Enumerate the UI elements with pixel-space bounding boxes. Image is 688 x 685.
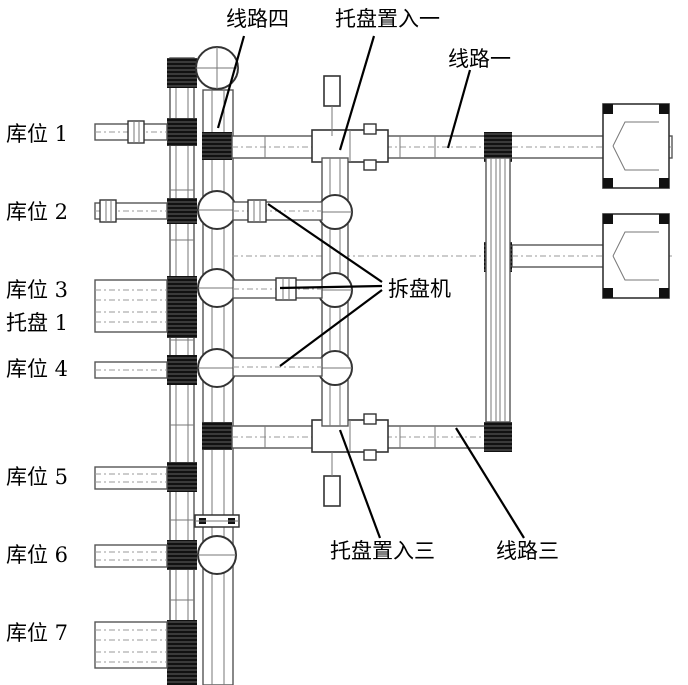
label-tray-1: 托盘 1 bbox=[6, 311, 68, 335]
slot-stubs bbox=[94, 120, 168, 669]
label-slot-3: 库位 3 bbox=[6, 278, 68, 302]
label-line1: 线路一 bbox=[448, 47, 511, 71]
right-vertical-conveyor bbox=[485, 157, 511, 423]
line1-conveyor bbox=[231, 103, 673, 189]
label-slot-5: 库位 5 bbox=[6, 465, 68, 489]
label-unstacker: 拆盘机 bbox=[388, 277, 451, 301]
drive-block bbox=[167, 540, 197, 570]
drive-block bbox=[167, 355, 197, 385]
callout-lines bbox=[216, 35, 525, 539]
line3-conveyor bbox=[231, 413, 512, 461]
drive-block bbox=[167, 118, 197, 146]
label-slot-6: 库位 6 bbox=[6, 543, 68, 567]
left-vertical-conveyor bbox=[167, 57, 197, 685]
label-slot-4: 库位 4 bbox=[6, 357, 68, 381]
drive-block bbox=[167, 620, 197, 685]
drive-block bbox=[167, 58, 197, 88]
line4-vertical-conveyor bbox=[194, 46, 240, 685]
central-transfer-column bbox=[317, 75, 353, 507]
label-slot-7: 库位 7 bbox=[6, 621, 68, 645]
label-slot-2: 库位 2 bbox=[6, 200, 68, 224]
label-pallet-in-3: 托盘置入三 bbox=[330, 539, 435, 563]
labels: 线路四 托盘置入一 线路一 拆盘机 托盘置入三 线路三 库位 1 库位 2 库位… bbox=[6, 7, 559, 645]
label-slot-1: 库位 1 bbox=[6, 122, 68, 146]
drive-block bbox=[167, 198, 197, 224]
drive-block bbox=[167, 276, 197, 338]
drive-block bbox=[167, 462, 197, 492]
label-line3: 线路三 bbox=[496, 539, 559, 563]
label-line4: 线路四 bbox=[226, 7, 289, 31]
label-pallet-in-1: 托盘置入一 bbox=[335, 7, 440, 31]
